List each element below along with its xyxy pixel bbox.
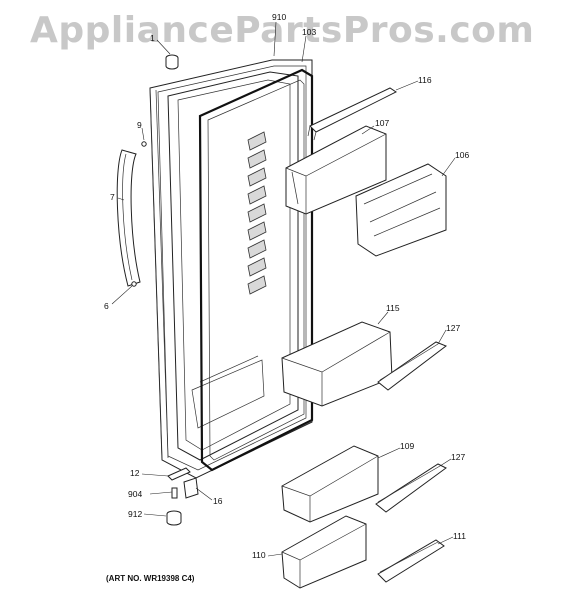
callout-9: 9 — [137, 120, 142, 130]
door-bin-109 — [281, 445, 379, 523]
callout-12: 12 — [130, 468, 140, 478]
callout-127-lower: 127 — [451, 452, 466, 462]
liner-ribs — [247, 131, 267, 295]
callout-110: 110 — [252, 550, 266, 560]
callout-904: 904 — [128, 489, 143, 499]
leader-lines — [111, 21, 456, 557]
door-stop — [183, 477, 199, 499]
shelf-trim-111 — [377, 539, 445, 583]
bottom-hardware — [166, 467, 199, 526]
handle-screw-top — [141, 141, 147, 147]
callout-116: 116 — [418, 75, 432, 85]
callout-107: 107 — [375, 118, 390, 128]
callout-127-upper: 127 — [446, 323, 461, 333]
door-handle — [116, 141, 147, 287]
hinge-cap — [165, 54, 179, 70]
callout-910: 910 — [272, 12, 287, 22]
callout-106: 106 — [455, 150, 470, 160]
dairy-cover — [355, 163, 447, 257]
dairy-bin — [285, 125, 387, 215]
hinge-bracket — [167, 467, 191, 481]
callout-7: 7 — [110, 192, 115, 202]
watermark: AppliancePartsPros.com — [30, 10, 535, 51]
door-bin-110 — [281, 515, 367, 589]
door-gasket — [198, 68, 314, 472]
callout-103: 103 — [302, 27, 317, 37]
callout-912: 912 — [128, 509, 143, 519]
door-liner — [167, 71, 299, 461]
shelf-trim-upper — [377, 341, 448, 391]
callout-115: 115 — [386, 303, 400, 313]
pin — [171, 487, 178, 499]
callout-111: 111 — [453, 531, 466, 541]
bin-rail — [307, 87, 397, 141]
shelf-trim-lower — [375, 463, 447, 513]
callout-109: 109 — [400, 441, 415, 451]
handle-screw-bottom — [131, 281, 137, 287]
callout-1: 1 — [150, 33, 155, 43]
callout-16: 16 — [213, 496, 223, 506]
art-number: (ART NO. WR19398 C4) — [106, 574, 195, 583]
callout-6: 6 — [104, 301, 109, 311]
